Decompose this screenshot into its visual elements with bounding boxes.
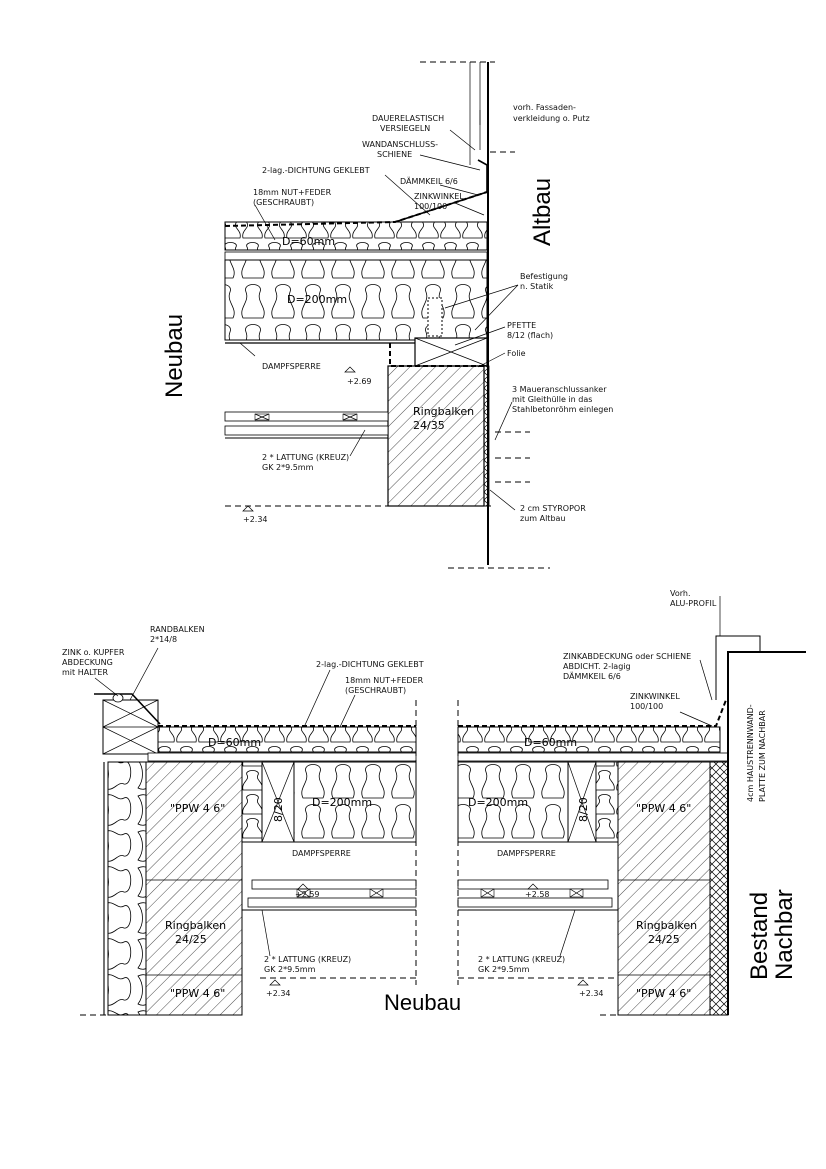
label-haustrennwand-2: PLATTE ZUM NACHBAR [758,710,767,802]
label-statik: n. Statik [520,282,554,291]
label-folie: Folie [507,349,526,358]
label-zinkwinkel-size: 100/100 [414,202,447,211]
label-d60: D=60mm [282,235,335,248]
insulation-d60-top [224,221,488,251]
label-ringbalken: Ringbalken [413,405,474,418]
label-befestigung: Befestigung [520,272,568,281]
label-ppw-right-bottom: "PPW 4 6" [636,987,691,1000]
ring-beam-top [387,365,485,507]
label-haustrennwand: 4cm HAUSTRENNWAND- [746,704,755,802]
wall-ppw-right [617,761,711,1016]
label-level-258: +2.58 [525,890,550,899]
label-level-234: +2.34 [243,515,268,524]
insulation-d200-left [293,761,417,843]
label-anker-2: mit Gleithülle in das [512,395,592,404]
label-lattung: 2 * LATTUNG (KREUZ) [262,453,349,462]
label-gk-left: GK 2*9.5mm [264,965,316,974]
label-beam-820-left: 8/20 [272,797,285,822]
label-dichtung: 2-lag.-DICHTUNG GEKLEBT [262,166,370,175]
label-fassade: vorh. Fassaden- [513,103,576,112]
label-d200: D=200mm [287,293,347,306]
label-beam-820-right: 8/20 [577,797,590,822]
label-dichtung-bottom: 2-lag.-DICHTUNG GEKLEBT [316,660,424,669]
insulation-d200-top [224,259,488,341]
label-dampfsperre-right: DAMPFSPERRE [497,849,556,858]
label-zink-kupfer: ZINK o. KUPFER [62,648,125,657]
side-label-nachbar: Nachbar [771,889,798,980]
label-dauer-2: VERSIEGELN [380,124,430,133]
insulation-d60-right [457,726,721,753]
bottom-detail: RANDBALKEN 2*14/8 ZINK o. KUPFER ABDECKU… [62,589,806,1016]
label-nut-feder: 18mm NUT+FEDER [253,188,332,197]
label-geschraubt: (GESCHRAUBT) [253,198,314,207]
label-level-269: +2.69 [347,377,372,386]
label-zinkwinkel-bottom: ZINKWINKEL [630,692,680,701]
label-ringbalken-size: 24/35 [413,419,445,432]
label-ringbalken-right: Ringbalken [636,919,697,932]
label-ppw-right-top: "PPW 4 6" [636,802,691,815]
label-daemmkeil-bottom: DÄMMKEIL 6/6 [563,671,621,681]
label-randbalken-size: 2*14/8 [150,635,177,644]
label-level-234-left: +2.34 [266,989,291,998]
label-zinkabdeckung: ZINKABDECKUNG oder SCHIENE [563,652,691,661]
outer-insulation-left [107,761,147,1016]
label-level-234-right: +2.34 [579,989,604,998]
wall-ppw-left [145,761,243,1016]
label-styropor: 2 cm STYROPOR [520,504,586,513]
label-ringbalken-right-size: 24/25 [648,933,680,946]
label-zinkwinkel-bottom-size: 100/100 [630,702,663,711]
label-nut-feder-bottom: 18mm NUT+FEDER [345,676,424,685]
label-gk: GK 2*9.5mm [262,463,314,472]
label-ppw-left-bottom: "PPW 4 6" [170,987,225,1000]
label-alu-profil: ALU-PROFIL [670,599,717,608]
label-d60-left: D=60mm [208,736,261,749]
bottom-label-neubau: Neubau [384,990,461,1015]
label-dampfsperre: DAMPFSPERRE [262,362,321,371]
label-fassade-2: verkleidung o. Putz [513,114,590,123]
label-gk-right: GK 2*9.5mm [478,965,530,974]
label-anker-3: Stahlbetonröhm einlegen [512,405,613,414]
neighbour-wall [727,651,806,1015]
label-ringbalken-left-size: 24/25 [175,933,207,946]
label-ringbalken-left: Ringbalken [165,919,226,932]
batten-crosses [296,888,584,898]
side-label-neubau: Neubau [161,314,188,398]
label-lattung-right: 2 * LATTUNG (KREUZ) [478,955,565,964]
label-wandanschluss-2: SCHIENE [377,150,412,159]
label-geschraubt-bottom: (GESCHRAUBT) [345,686,406,695]
zinc-flashing-top [394,159,488,223]
label-ppw-left-top: "PPW 4 6" [170,802,225,815]
separation-plate [709,761,729,1016]
insulation-d60-left [157,726,417,753]
label-d60-right: D=60mm [524,736,577,749]
label-wandanschluss: WANDANSCHLUSS- [362,140,438,149]
label-vorh: Vorh. [670,589,691,598]
label-altbau-anschluss: zum Altbau [520,514,566,523]
side-label-altbau: Altbau [529,178,556,246]
label-d200-left: D=200mm [312,796,372,809]
label-randbalken: RANDBALKEN [150,625,205,634]
label-lattung-left: 2 * LATTUNG (KREUZ) [264,955,351,964]
label-anker: 3 Maueranschlussanker [512,385,607,394]
side-label-bestand: Bestand [746,892,773,980]
label-abdeckung: ABDECKUNG [62,658,113,667]
styropor-strip [483,365,490,507]
label-dauer: DAUERELASTISCH [372,114,444,123]
label-dampfsperre-left: DAMPFSPERRE [292,849,351,858]
label-abdicht: ABDICHT. 2-lagig [563,662,631,671]
label-pfette-size: 8/12 (flach) [507,331,553,340]
label-d200-right: D=200mm [468,796,528,809]
label-zinkwinkel: ZINKWINKEL [414,192,464,201]
label-daemmkeil: DÄMMKEIL 6/6 [400,176,458,186]
top-detail: vorh. Fassaden- verkleidung o. Putz DAUE… [161,61,613,569]
label-halter: mit HALTER [62,668,108,677]
label-pfette: PFETTE [507,321,536,330]
label-level-259: +2.59 [295,890,320,899]
